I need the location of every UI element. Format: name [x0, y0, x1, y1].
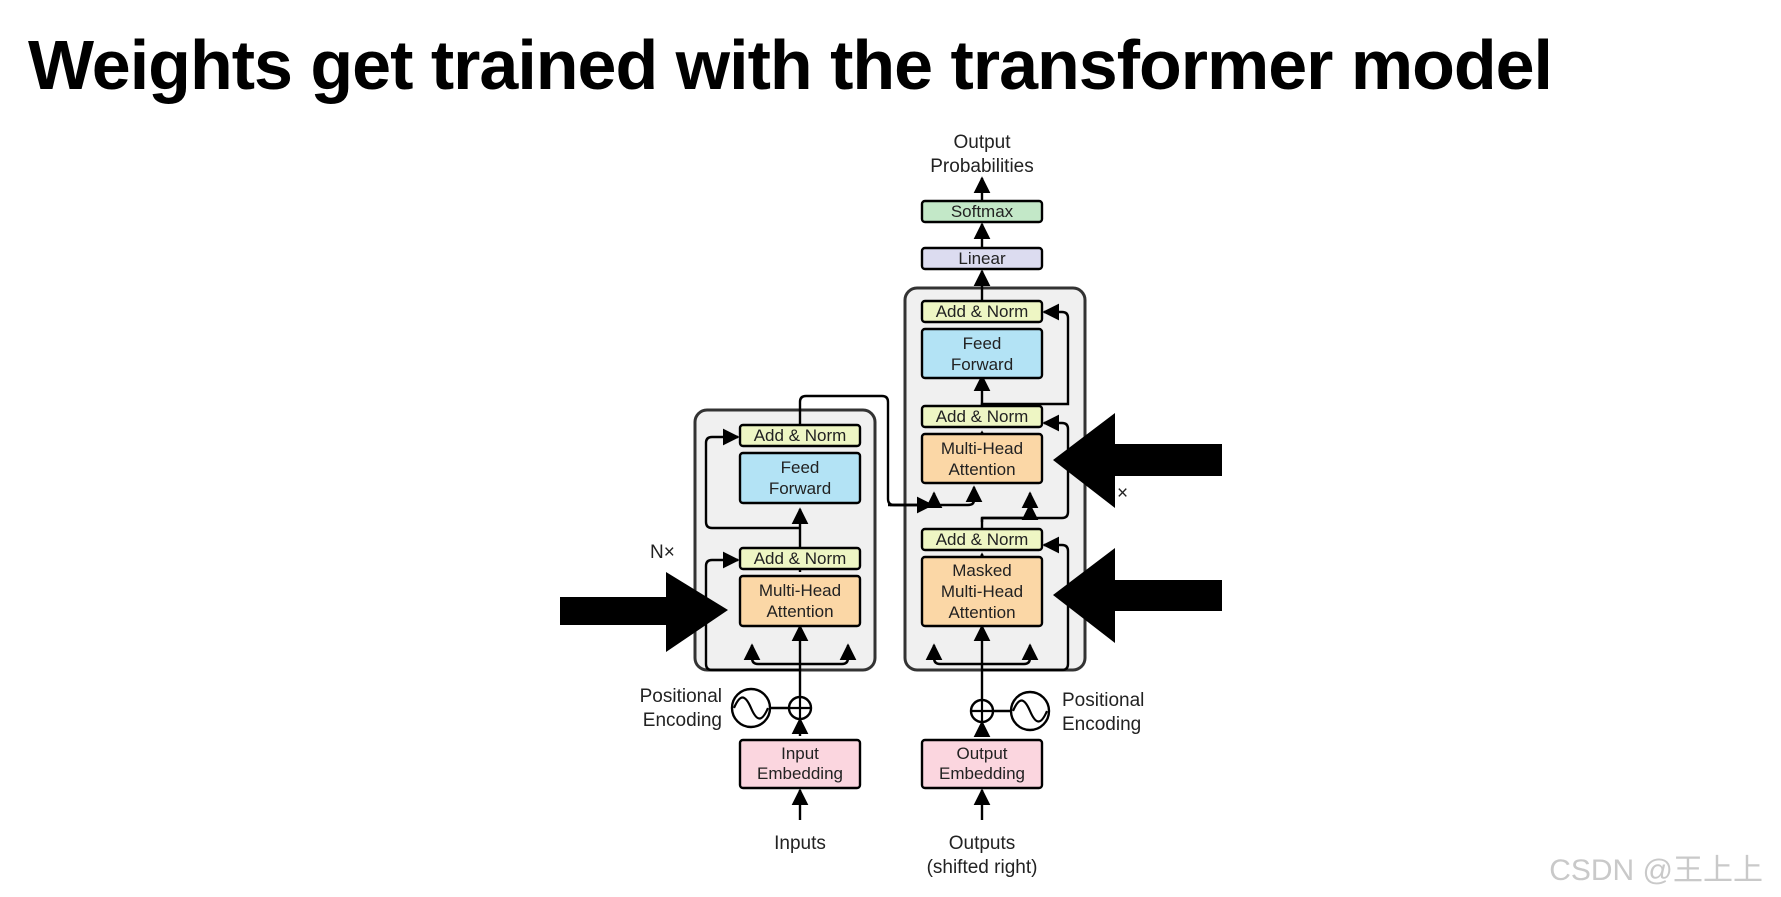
masked-attention-label-3: Attention — [948, 603, 1015, 622]
encoder-plus-icon — [789, 697, 811, 719]
softmax-label: Softmax — [951, 202, 1014, 221]
decoder-add-norm-mid-label: Add & Norm — [936, 407, 1029, 426]
softmax-box — [920, 199, 1044, 224]
output-probabilities-label-1: Output — [953, 132, 1011, 153]
encoder-repeat-label: N× — [650, 542, 675, 563]
arrow-decoder-cross-attention — [1053, 413, 1222, 508]
decoder-add-norm-top — [920, 299, 1044, 324]
encoder-embedding-label-2: Embedding — [757, 764, 843, 783]
encoder-attention-label-2: Attention — [766, 602, 833, 621]
decoder-plus-icon — [971, 700, 993, 722]
decoder-embedding-label-2: Embedding — [939, 764, 1025, 783]
decoder-masked-attention — [920, 555, 1044, 628]
decoder-repeat-label: × — [1117, 483, 1128, 504]
decoder-outputs-label-1: Outputs — [949, 833, 1016, 854]
encoder-multi-head-attention — [738, 574, 862, 628]
encoder-positional-label-1: Positional — [640, 686, 722, 707]
encoder-positional-label-2: Encoding — [643, 710, 722, 731]
decoder-add-norm-bottom — [920, 527, 1044, 552]
decoder-outputs-label-2: (shifted right) — [927, 857, 1038, 878]
encoder-add-norm-bottom — [738, 546, 862, 571]
encoder-block — [693, 408, 877, 672]
slide-title: Weights get trained with the transformer… — [28, 26, 1553, 104]
decoder-cross-attention — [920, 432, 1044, 485]
encoder-add-norm-top-label: Add & Norm — [754, 426, 847, 445]
encoder-inputs-label: Inputs — [774, 833, 826, 854]
decoder-feed-forward — [920, 327, 1044, 380]
encoder-feed-forward — [738, 451, 862, 505]
decoder-sine-icon — [1011, 699, 1049, 723]
decoder-add-norm-mid — [920, 404, 1044, 429]
encoder-add-norm-top — [738, 423, 862, 448]
encoder-feed-forward-label-1: Feed — [781, 458, 820, 477]
linear-label: Linear — [958, 249, 1006, 268]
decoder-output-embedding — [920, 738, 1044, 790]
arrow-decoder-masked-attention — [1053, 548, 1222, 643]
masked-attention-label-1: Masked — [952, 561, 1012, 580]
output-probabilities-label-2: Probabilities — [930, 156, 1034, 177]
decoder-positional-label-1: Positional — [1062, 690, 1144, 711]
decoder-positional-label-2: Encoding — [1062, 714, 1141, 735]
masked-attention-label-2: Multi-Head — [941, 582, 1023, 601]
watermark: CSDN @王上上 — [1549, 854, 1763, 887]
encoder-attention-label-1: Multi-Head — [759, 581, 841, 600]
encoder-sine-icon — [732, 696, 770, 720]
decoder-feed-forward-label-1: Feed — [963, 334, 1002, 353]
decoder-cross-attention-label-2: Attention — [948, 460, 1015, 479]
linear-box — [920, 246, 1044, 271]
decoder-add-norm-top-label: Add & Norm — [936, 302, 1029, 321]
encoder-feed-forward-label-2: Forward — [769, 479, 831, 498]
encoder-add-norm-bottom-label: Add & Norm — [754, 549, 847, 568]
decoder-embedding-label-1: Output — [956, 744, 1007, 763]
encoder-input-embedding — [738, 738, 862, 790]
decoder-add-norm-bottom-label: Add & Norm — [936, 530, 1029, 549]
decoder-cross-attention-label-1: Multi-Head — [941, 439, 1023, 458]
arrow-encoder-attention — [560, 572, 728, 652]
decoder-feed-forward-label-2: Forward — [951, 355, 1013, 374]
encoder-embedding-label-1: Input — [781, 744, 819, 763]
